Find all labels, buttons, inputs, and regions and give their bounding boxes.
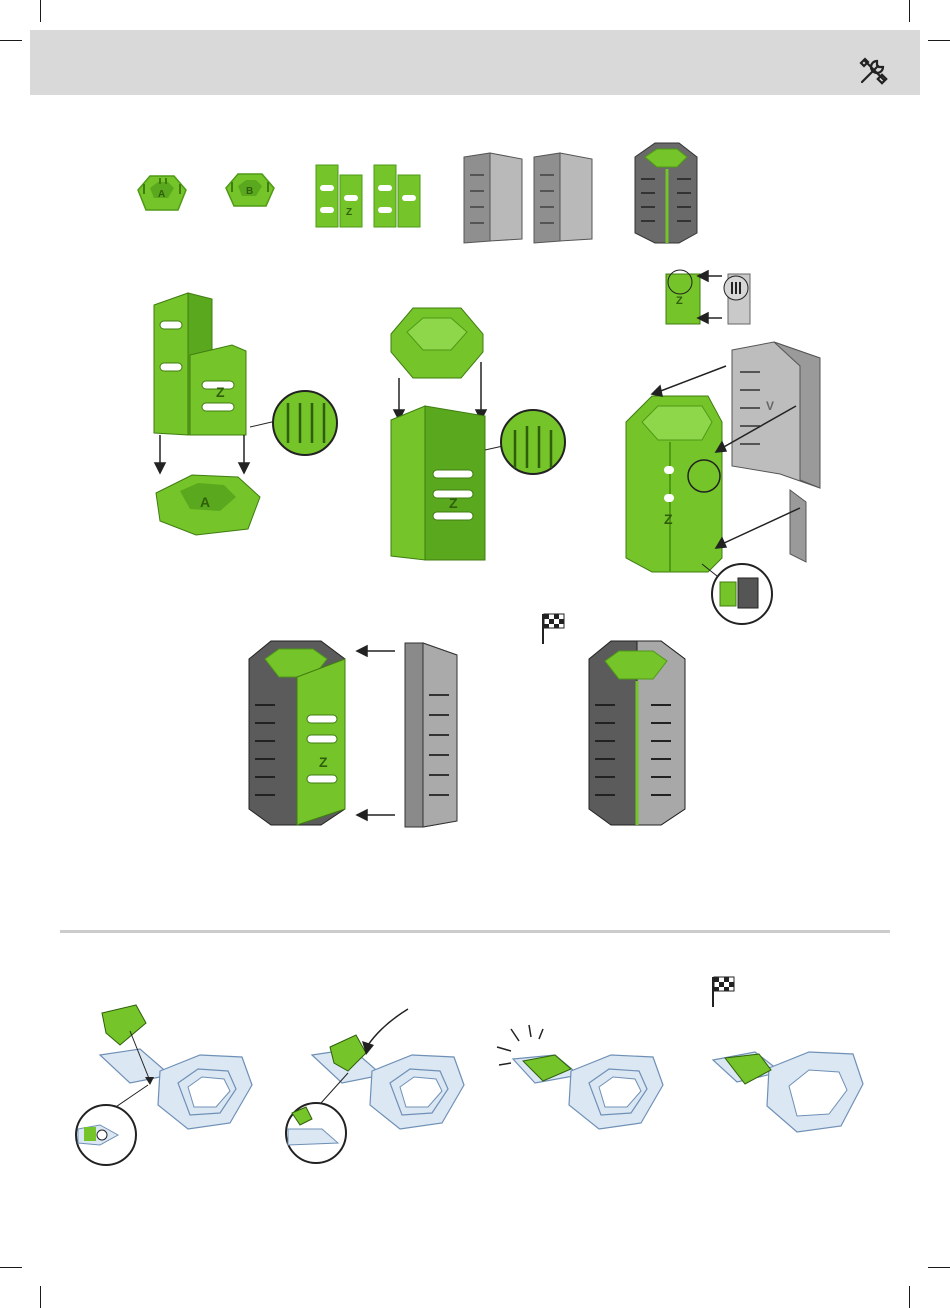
section-divider — [60, 930, 890, 933]
part-z-label: Z — [319, 754, 328, 770]
step-1-walls-onto-base: Z A — [140, 285, 340, 545]
part-z-label: Z — [676, 295, 683, 307]
left-arrow-icon — [357, 646, 395, 820]
green-wall-pair: Z — [316, 165, 420, 227]
clip-step-3 — [495, 1025, 675, 1165]
part-b-base: B — [226, 174, 274, 206]
step-4-attach-grey-wall: Z — [245, 635, 470, 835]
grey-wall-pair — [464, 153, 592, 243]
finished-tower-small — [635, 143, 697, 243]
tools-icon — [856, 54, 890, 88]
part-z-label: Z — [449, 495, 458, 511]
step-3-grey-wall-onto-tower: Z V Z — [610, 262, 850, 632]
finished-tower-large — [585, 635, 695, 835]
header-bar — [30, 30, 920, 95]
part-a-base: A — [138, 176, 186, 210]
step-2-cap-onto-walls: Z — [385, 300, 570, 570]
crop-mark — [40, 1286, 41, 1308]
down-arrow-icon — [155, 435, 249, 473]
clip-step-4 — [705, 1040, 875, 1150]
detail-magnifier-icon — [501, 410, 565, 474]
part-b-label: B — [246, 186, 253, 197]
part-z-label: Z — [346, 207, 352, 218]
left-arrow-icon — [698, 271, 722, 323]
crop-mark — [928, 1267, 950, 1268]
clip-step-2 — [282, 1005, 472, 1165]
part-z-label: Z — [216, 384, 225, 400]
finish-flag-icon — [540, 612, 566, 646]
crop-mark — [909, 0, 910, 22]
crop-mark — [40, 0, 41, 22]
crop-mark — [0, 40, 22, 41]
crop-mark — [0, 1267, 22, 1268]
parts-overview: A B Z — [120, 135, 720, 250]
part-a-label: A — [158, 189, 165, 200]
part-v-label: V — [766, 399, 774, 413]
crop-mark — [909, 1286, 910, 1308]
crop-mark — [928, 40, 950, 41]
finish-flag-icon — [710, 975, 736, 1009]
detail-magnifier-icon — [273, 391, 337, 455]
clip-step-1 — [70, 1005, 260, 1165]
part-a-label: A — [200, 494, 210, 510]
part-z-label: Z — [664, 511, 673, 527]
